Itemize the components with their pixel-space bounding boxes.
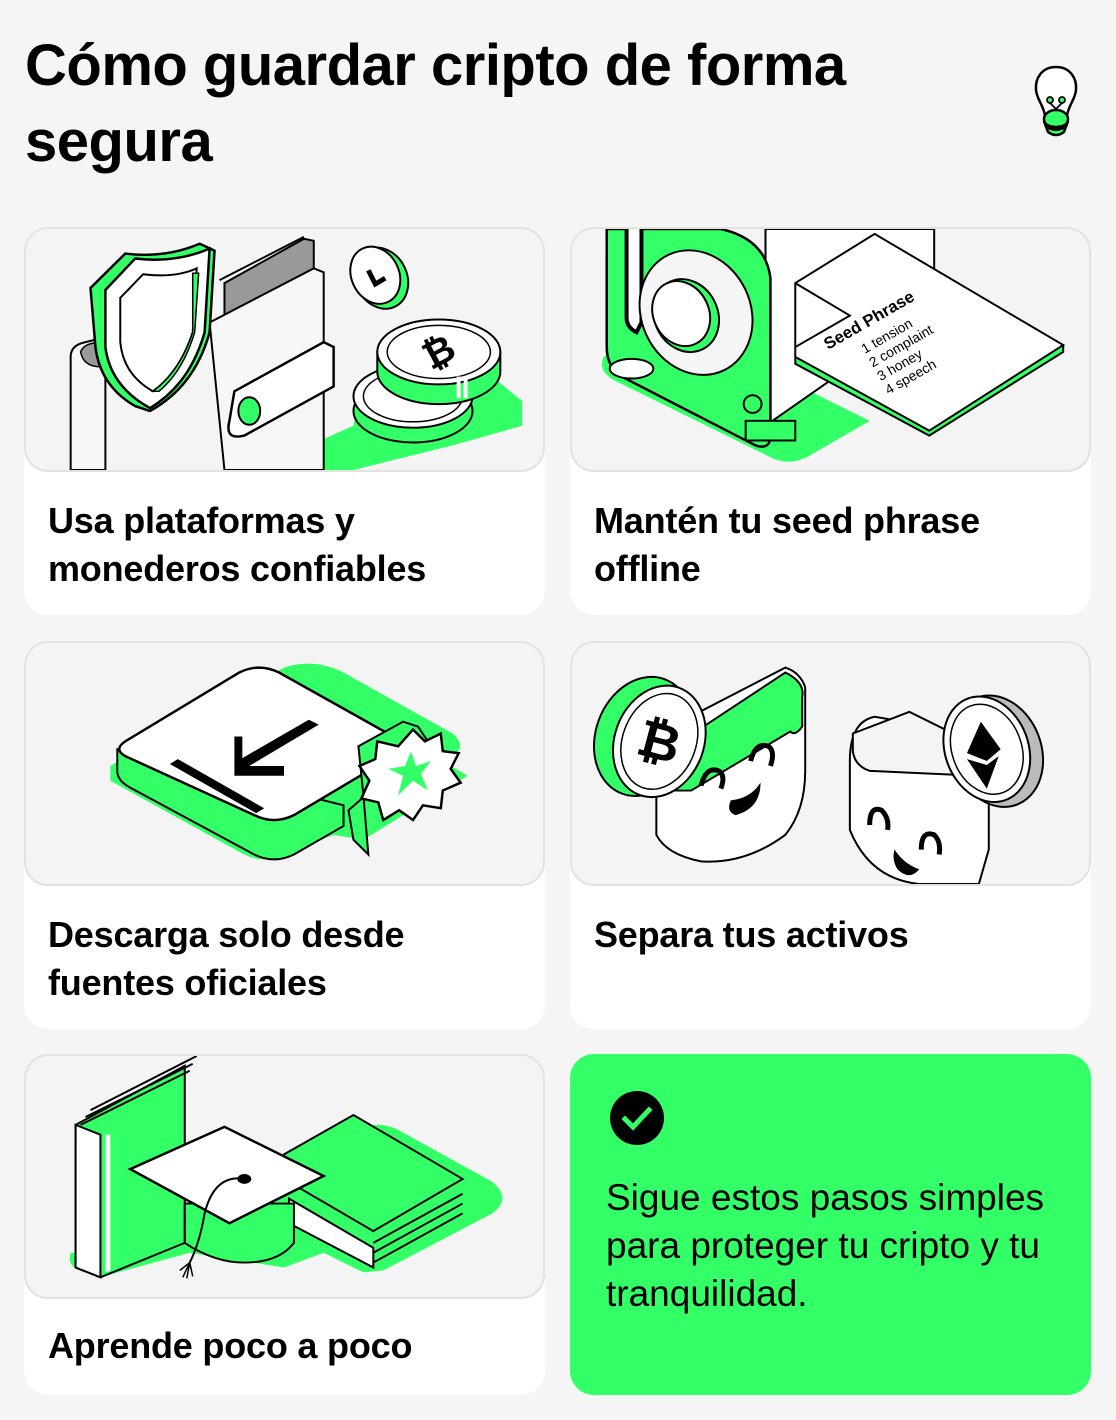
illustration-panel bbox=[24, 1054, 545, 1299]
tip-label: Separa tus activos bbox=[594, 914, 909, 955]
illustration-panel: ₿ bbox=[24, 227, 545, 472]
lightbulb-icon bbox=[1034, 65, 1078, 137]
tip-label: Usa plataformas y monederos confiables bbox=[48, 500, 427, 589]
summary-text: Sigue estos pasos simples para proteger … bbox=[606, 1177, 1045, 1314]
safe-seed-phrase-icon: Seed Phrase 1 tension 2 complaint 3 hone… bbox=[601, 229, 1066, 462]
bitcoin-ethereum-characters-icon: ₿ bbox=[592, 666, 1045, 884]
tip-label: Aprende poco a poco bbox=[48, 1325, 413, 1366]
illustration-panel: ₿ bbox=[570, 641, 1091, 886]
page-title: Cómo guardar cripto de forma segura bbox=[25, 33, 846, 174]
tip-card-trusted-wallets: ₿ Usa plataformas y monederos confiables bbox=[24, 227, 545, 615]
tip-label: Descarga solo desde fuentes oficiales bbox=[48, 914, 405, 1003]
tip-label: Mantén tu seed phrase offline bbox=[594, 500, 980, 589]
tip-card-seed-phrase-offline: Seed Phrase 1 tension 2 complaint 3 hone… bbox=[570, 227, 1091, 615]
tip-card-official-sources: Descarga solo desde fuentes oficiales bbox=[24, 641, 545, 1029]
books-graduation-cap-icon bbox=[69, 1056, 503, 1279]
illustration-panel bbox=[24, 641, 545, 886]
tip-card-learn-gradually: Aprende poco a poco bbox=[24, 1054, 545, 1395]
illustration-panel: Seed Phrase 1 tension 2 complaint 3 hone… bbox=[570, 227, 1091, 472]
download-verified-badge-icon bbox=[110, 663, 468, 861]
tip-card-separate-assets: ₿ Separa tus activos bbox=[570, 641, 1091, 1029]
wallet-shield-coins-icon: ₿ bbox=[69, 235, 523, 470]
summary-card: Sigue estos pasos simples para proteger … bbox=[570, 1054, 1091, 1395]
check-circle-icon bbox=[610, 1091, 664, 1145]
